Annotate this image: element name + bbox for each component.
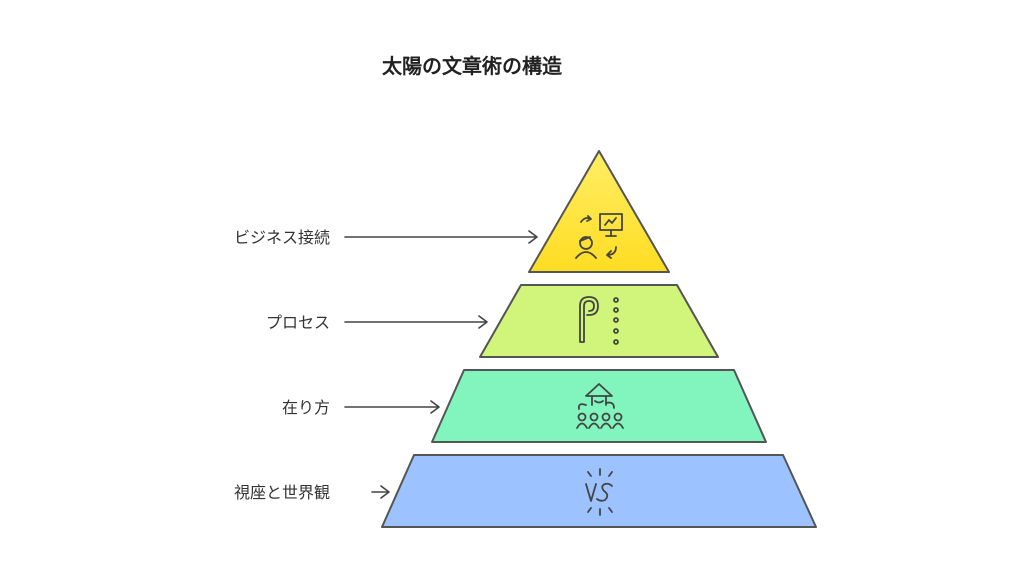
tier-label-perspective-worldview: 視座と世界観 [234,483,330,502]
community-house-icon [576,383,624,429]
arrow-icon [344,400,440,414]
pyramid-tier-business-connection [528,150,670,273]
pyramid-tier-process [479,284,719,358]
tier-label-way-of-being: 在り方 [282,398,330,417]
business-presentation-icon [575,213,623,259]
process-steps-icon [579,296,619,345]
arrow-icon [344,315,488,329]
versus-icon [585,468,613,516]
pyramid-tier-perspective-worldview [381,454,817,528]
tier-label-process: プロセス [266,313,330,332]
tier-label-business-connection: ビジネス接続 [234,228,330,247]
diagram-title: 太陽の文章術の構造 [382,54,563,78]
arrow-icon [371,485,390,499]
arrow-icon [344,230,538,244]
pyramid-tier-way-of-being [431,369,767,443]
